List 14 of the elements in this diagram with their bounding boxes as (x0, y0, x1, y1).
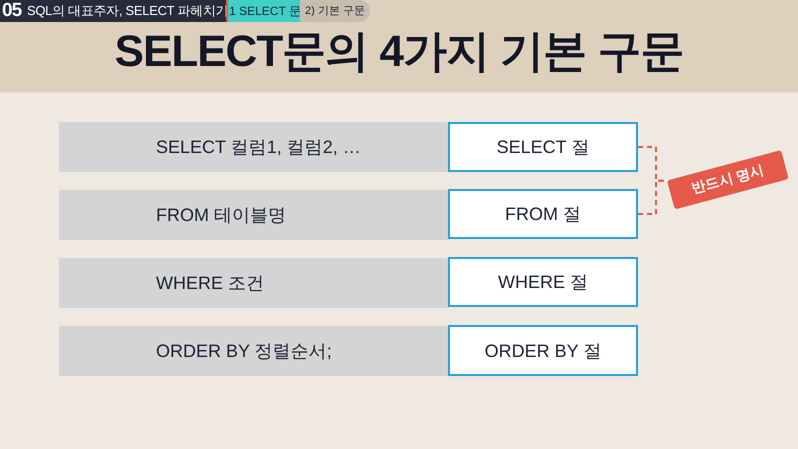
syntax-bar: FROM 테이블명 (59, 190, 449, 240)
clause-box: SELECT 절 (448, 122, 638, 172)
syntax-bar: WHERE 조건 (59, 258, 449, 308)
section-tab: 1 SELECT 문 (226, 0, 302, 22)
syntax-bar: ORDER BY 정렬순서; (59, 326, 449, 376)
breadcrumb-title: SQL의 대표주자, SELECT 파헤치기 (27, 2, 228, 20)
section-number: 05 (2, 0, 22, 22)
syntax-bar: SELECT 컬럼1, 컬럼2, … (59, 122, 449, 172)
clause-box: ORDER BY 절 (448, 325, 638, 376)
subsection-pill: 2) 기본 구문 (300, 0, 370, 22)
clause-box: FROM 절 (448, 189, 638, 239)
clause-box: WHERE 절 (448, 257, 638, 307)
required-badge: 반드시 명시 (667, 150, 789, 210)
slide-title: SELECT문의 4가지 기본 구문 (114, 26, 684, 78)
